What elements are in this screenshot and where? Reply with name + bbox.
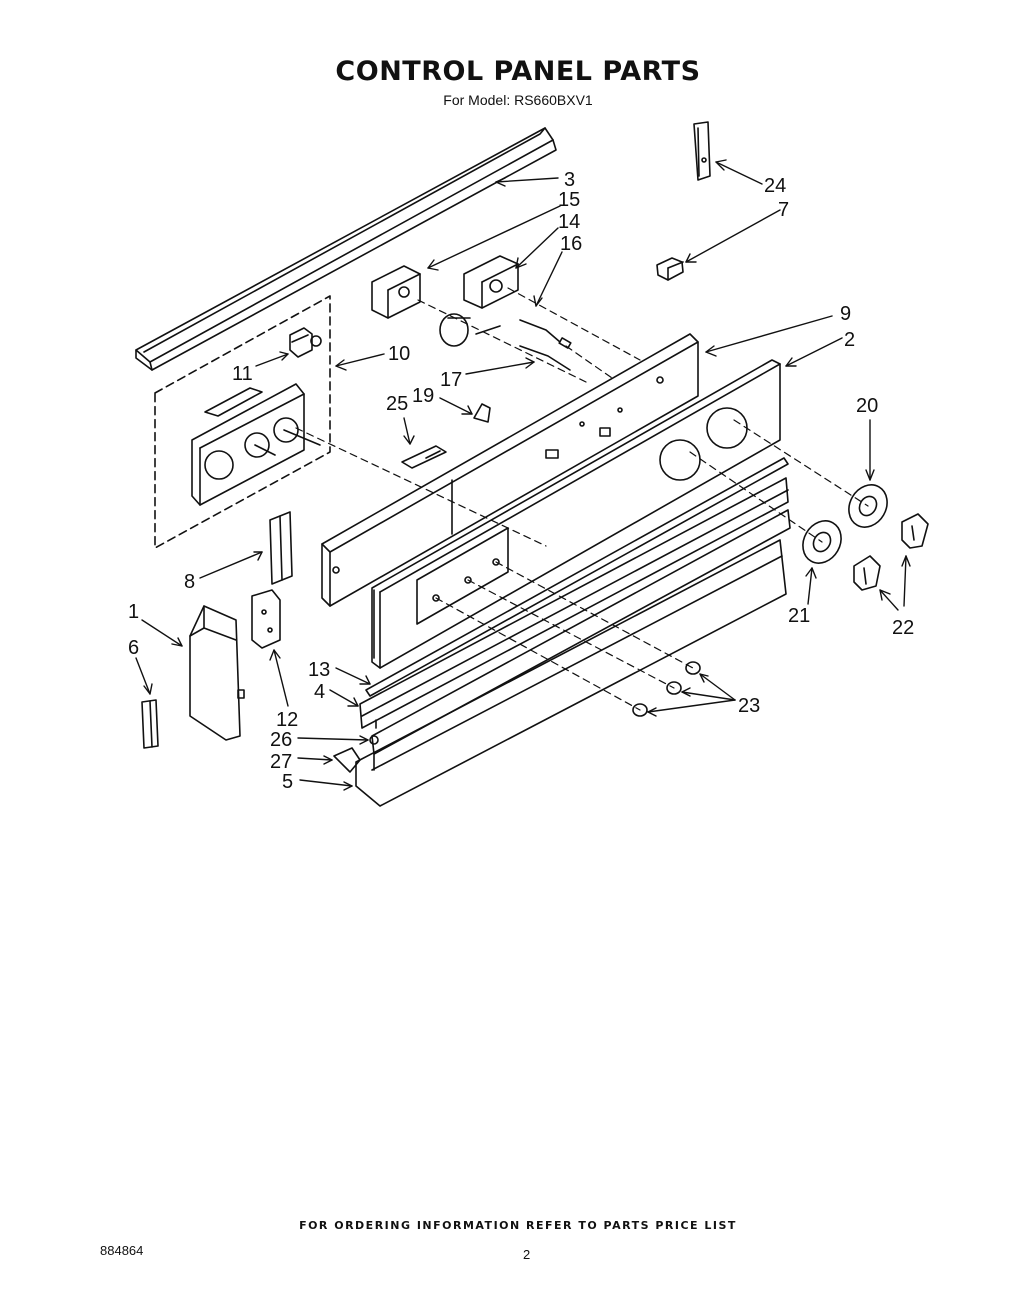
part-5-trim-channel	[355, 509, 791, 807]
callout-13: 13	[308, 659, 330, 681]
part-10-clock-assembly-outline	[154, 295, 331, 549]
ordering-note: FOR ORDERING INFORMATION REFER TO PARTS …	[299, 1219, 737, 1232]
part-6-insert	[141, 699, 159, 749]
alignment-lines	[295, 287, 869, 711]
part-16-17-wires	[475, 319, 572, 371]
callout-1: 1	[128, 601, 139, 623]
leader-lines	[135, 159, 911, 791]
callout-3: 3	[564, 169, 575, 191]
model-line: For Model: RS660BXV1	[443, 92, 593, 108]
callout-16: 16	[560, 233, 582, 255]
part-19-clip	[473, 403, 491, 423]
part-3-top-trim	[135, 127, 557, 371]
part-2-console-panel	[371, 359, 781, 669]
part-11-switch	[289, 327, 322, 358]
part-26-27-end-caps	[333, 735, 379, 773]
callout-14: 14	[558, 211, 580, 233]
callout-10: 10	[388, 343, 410, 365]
part-21-bezel	[802, 520, 842, 564]
document-number: 884864	[100, 1243, 144, 1258]
callout-27: 27	[270, 751, 292, 773]
part-1-end-cap	[189, 605, 245, 741]
callout-2: 2	[844, 329, 855, 351]
callout-4: 4	[314, 681, 325, 703]
part-7-connector	[656, 257, 684, 281]
page-title: CONTROL PANEL PARTS	[335, 56, 701, 87]
part-8-bracket	[269, 511, 293, 585]
callout-5: 5	[282, 771, 293, 793]
callout-8: 8	[184, 571, 195, 593]
callout-20: 20	[856, 395, 878, 417]
part-9-control-plate	[321, 333, 699, 607]
callout-19: 19	[412, 385, 434, 407]
part-10-clock-assembly	[191, 383, 321, 506]
callout-24: 24	[764, 175, 786, 197]
part-15-timer	[371, 265, 471, 347]
part-22-knobs	[853, 513, 929, 591]
callout-labels: 3 15 14 16 24 7 9 2 10 11 17 25 19 20 8 …	[128, 169, 914, 793]
callout-12: 12	[276, 709, 298, 731]
part-12-plate	[251, 589, 281, 649]
callout-26: 26	[270, 729, 292, 751]
part-23-spacers	[632, 661, 701, 717]
part-14-switch	[463, 255, 519, 309]
callout-22: 22	[892, 617, 914, 639]
callout-25: 25	[386, 393, 408, 415]
callout-9: 9	[840, 303, 851, 325]
callout-23: 23	[738, 695, 760, 717]
callout-11: 11	[232, 363, 253, 385]
part-13-trim	[365, 457, 789, 697]
callout-7: 7	[778, 199, 789, 221]
part-4-trim-channel	[359, 477, 789, 729]
part-24-bracket	[693, 121, 711, 181]
callout-21: 21	[788, 605, 810, 627]
page-number: 2	[523, 1247, 531, 1262]
part-25-lens	[401, 445, 447, 469]
callout-6: 6	[128, 637, 139, 659]
callout-15: 15	[558, 189, 580, 211]
callout-17: 17	[440, 369, 462, 391]
